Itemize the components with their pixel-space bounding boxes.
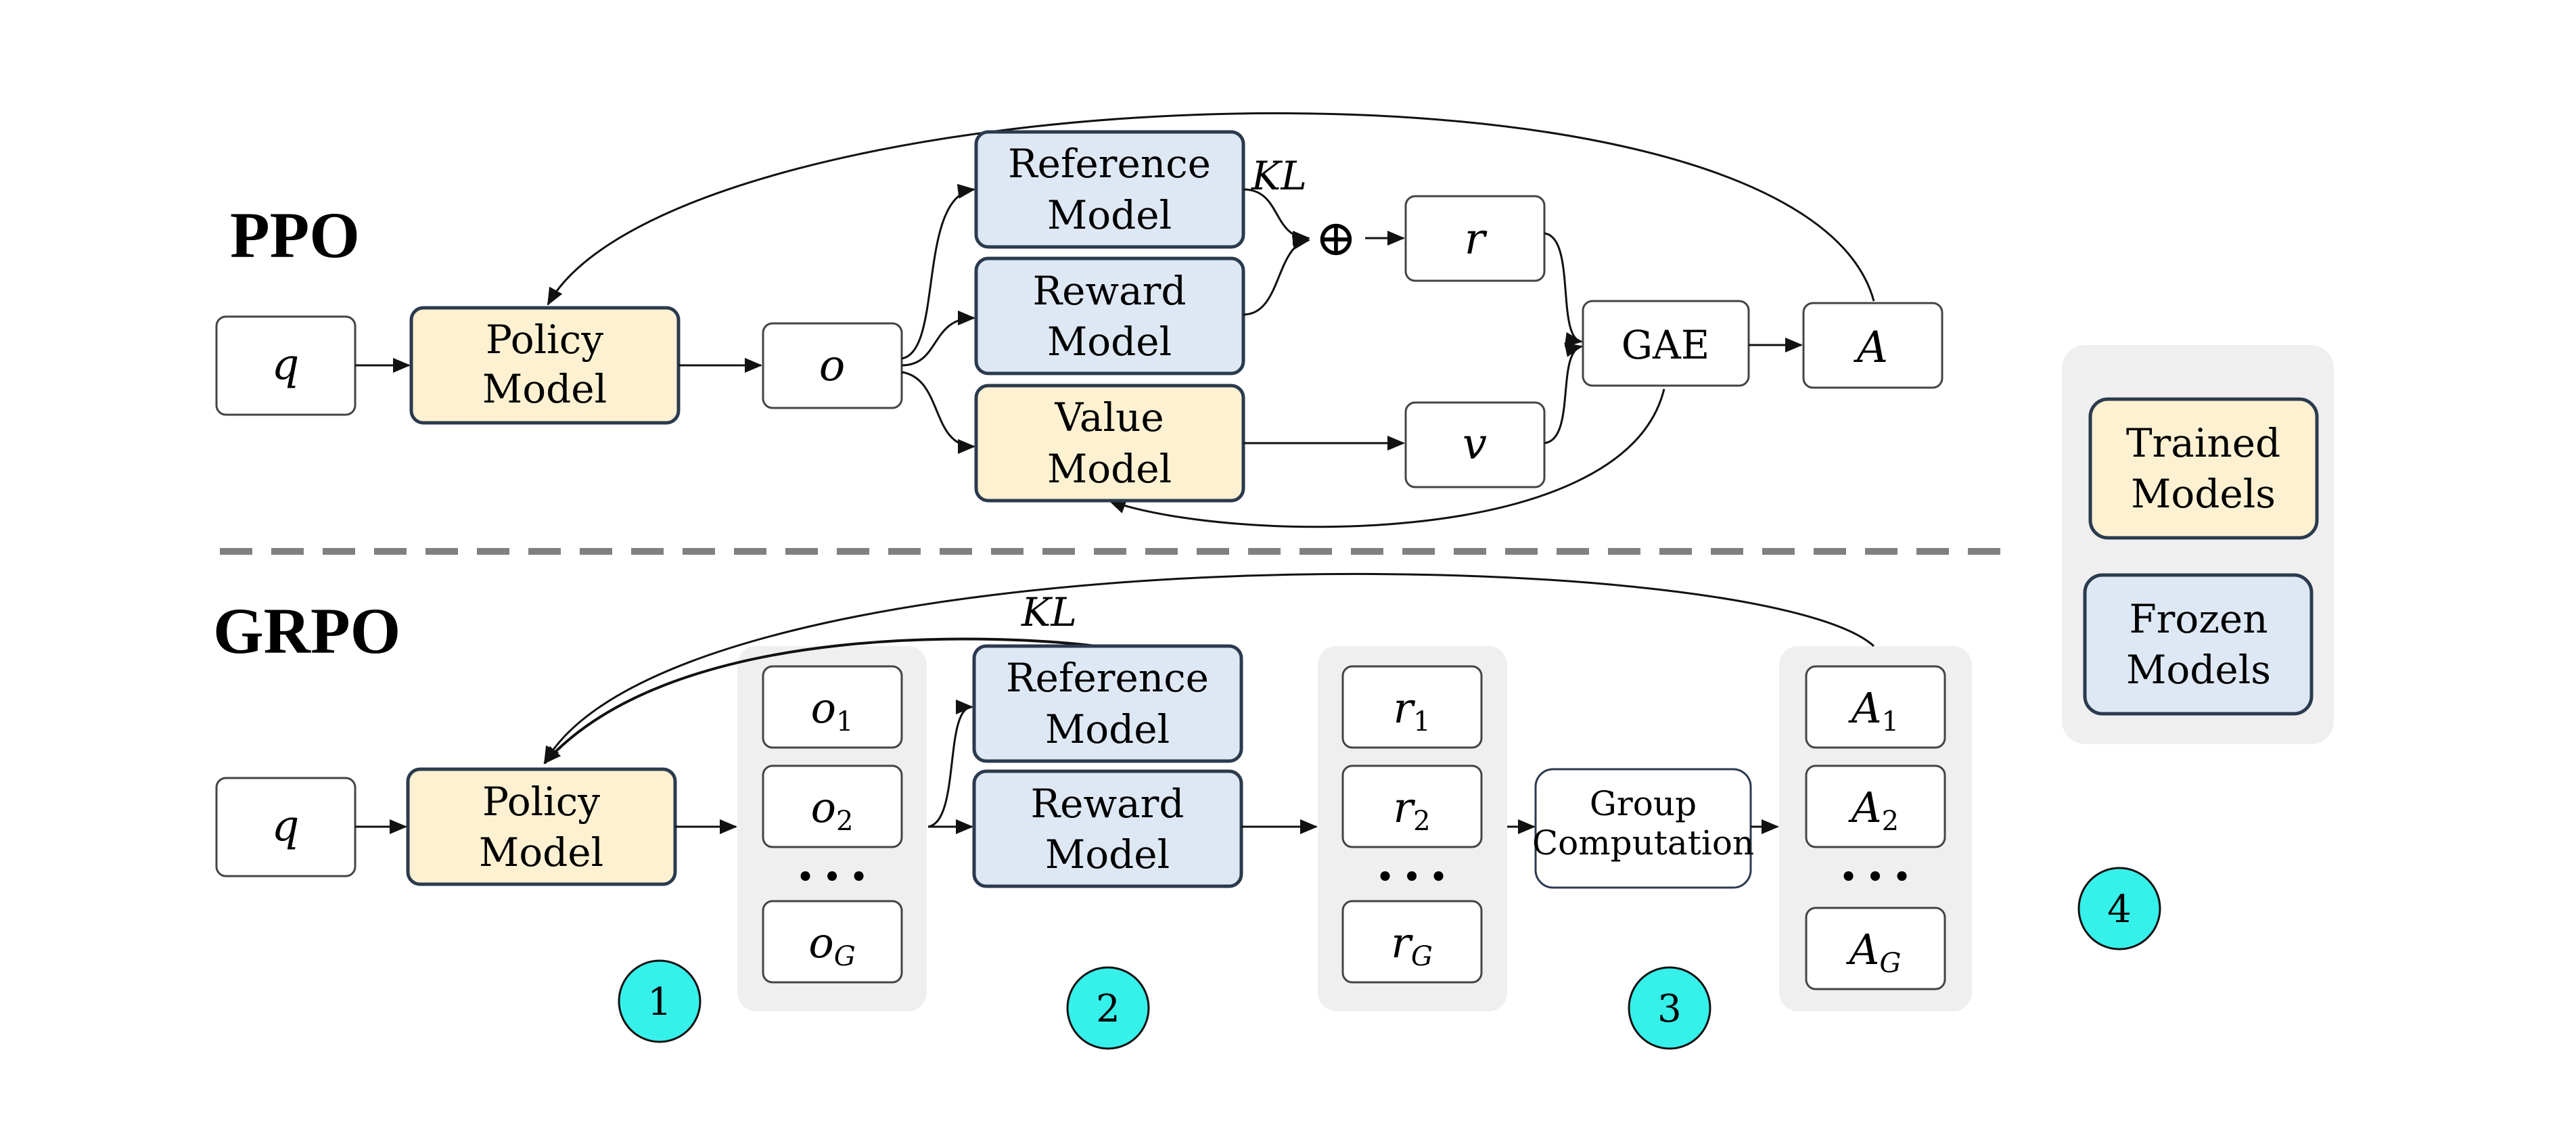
ppo-gae-box: GAE (1582, 300, 1750, 387)
badge-2: 2 (1066, 966, 1150, 1050)
output-2-label: o2 (811, 783, 854, 837)
badge-3-label: 3 (1657, 987, 1682, 1031)
reward-to-oplus-arrow (1243, 235, 1310, 316)
grpo-reference-model: Reference Model (972, 644, 1243, 763)
reward-2-label: r2 (1393, 783, 1430, 837)
badge-4-label: 4 (2107, 888, 2132, 932)
ppo-reference-line2: Model (1047, 192, 1172, 238)
grpo-reference-line1: Reference (1006, 655, 1209, 701)
ppo-o-box: o (762, 322, 903, 409)
advantage-to-policy-curve (547, 112, 1875, 306)
numbered-circle-badge-icon (1628, 966, 1711, 1050)
reward-g-label: rG (1391, 918, 1433, 972)
reward-box-2: r2 (1341, 764, 1483, 848)
advantage-box-g: AG (1805, 907, 1946, 990)
legend-frozen-models: Frozen Models (2083, 573, 2314, 716)
ppo-r-label: r (1465, 214, 1488, 265)
ppo-gae-label: GAE (1622, 322, 1710, 368)
legend-frozen-line2: Models (2126, 647, 2271, 693)
ppo-v-label: v (1463, 419, 1487, 470)
ppo-q-label: q (272, 340, 300, 390)
grpo-policy-model: Policy Model (406, 767, 677, 886)
grpo-q-label: q (272, 801, 300, 851)
o-to-value-arrow (901, 371, 975, 454)
advantages-to-policy-curve (543, 572, 1875, 764)
numbered-circle-badge-icon (618, 959, 702, 1043)
o-to-reward-arrow (901, 311, 975, 367)
grpo-q-box: q (215, 777, 356, 877)
grpo-reward-model: Reward Model (972, 769, 1243, 888)
advantage-g-label: AG (1846, 925, 1902, 979)
v-to-gae-arrow (1544, 342, 1583, 444)
ppo-value-line2: Model (1047, 446, 1172, 492)
output-box-2: o2 (762, 764, 903, 848)
outputs-ellipsis: • • • (797, 861, 868, 893)
ppo-reward-line2: Model (1047, 319, 1172, 365)
grpo-reward-line2: Model (1045, 831, 1170, 877)
badge-1-label: 1 (647, 980, 672, 1024)
badge-3: 3 (1628, 966, 1711, 1050)
numbered-circle-badge-icon (1066, 966, 1150, 1050)
grpo-reward-line1: Reward (1030, 781, 1184, 827)
grpo-kl-label: KL (1021, 589, 1077, 635)
ppo-title: PPO (230, 199, 360, 271)
ppo-reference-model: Reference Model (974, 130, 1245, 249)
legend-trained-line1: Trained (2126, 420, 2280, 466)
output-box-1: o1 (762, 665, 903, 749)
advantage-1-label: A1 (1848, 683, 1899, 737)
gae-to-value-curve (1108, 388, 1665, 528)
reward-1-label: r1 (1393, 683, 1430, 737)
ppo-value-line1: Value (1054, 394, 1164, 440)
group-computation-line2: Computation (1532, 823, 1754, 863)
badge-4: 4 (2077, 867, 2161, 951)
ppo-q-box: q (215, 315, 356, 416)
grpo-policy-line2: Model (479, 829, 603, 875)
ppo-policy-model: Policy Model (409, 306, 681, 425)
advantage-box-2: A2 (1805, 764, 1946, 848)
badge-2-label: 2 (1096, 987, 1120, 1031)
advantage-2-label: A2 (1848, 783, 1899, 837)
ppo-kl-label: KL (1251, 153, 1307, 199)
ppo-value-model: Value Model (974, 384, 1245, 503)
outputs-to-reference-arrow (927, 700, 973, 828)
ppo-policy-line2: Model (482, 366, 607, 412)
oplus-symbol: ⊕ (1315, 209, 1357, 267)
numbered-circle-badge-icon (2077, 867, 2161, 951)
grpo-title: GRPO (213, 595, 400, 667)
advantages-ellipsis: • • • (1840, 861, 1911, 893)
badge-1: 1 (618, 959, 702, 1043)
output-g-label: oG (808, 918, 855, 972)
legend-trained-line2: Models (2131, 471, 2276, 517)
group-computation-box: Group Computation (1532, 768, 1754, 889)
rewards-ellipsis: • • • (1377, 861, 1448, 893)
advantage-box-1: A1 (1805, 665, 1946, 749)
legend-frozen-line1: Frozen (2129, 596, 2268, 642)
legend-trained-models: Trained Models (2088, 397, 2319, 540)
reference-kl-to-policy-curve (543, 637, 1097, 764)
ppo-r-box: r (1404, 195, 1546, 282)
ppo-o-label: o (819, 341, 846, 391)
r-to-gae-arrow (1544, 232, 1583, 347)
reward-box-1: r1 (1341, 665, 1483, 749)
ppo-reference-line1: Reference (1008, 141, 1211, 187)
ppo-policy-line1: Policy (486, 317, 603, 363)
reward-box-g: rG (1341, 900, 1483, 984)
o-to-reference-arrow (901, 183, 975, 360)
ppo-reward-line1: Reward (1032, 268, 1186, 314)
ppo-v-box: v (1404, 401, 1546, 488)
ppo-a-box: A (1802, 302, 1944, 389)
ppo-reward-model: Reward Model (974, 256, 1245, 375)
output-1-label: o1 (811, 683, 854, 737)
grpo-reference-line2: Model (1045, 706, 1170, 752)
ppo-a-label: A (1854, 323, 1888, 373)
group-computation-line1: Group (1590, 784, 1697, 823)
output-box-g: oG (762, 900, 903, 984)
grpo-policy-line1: Policy (482, 779, 600, 825)
